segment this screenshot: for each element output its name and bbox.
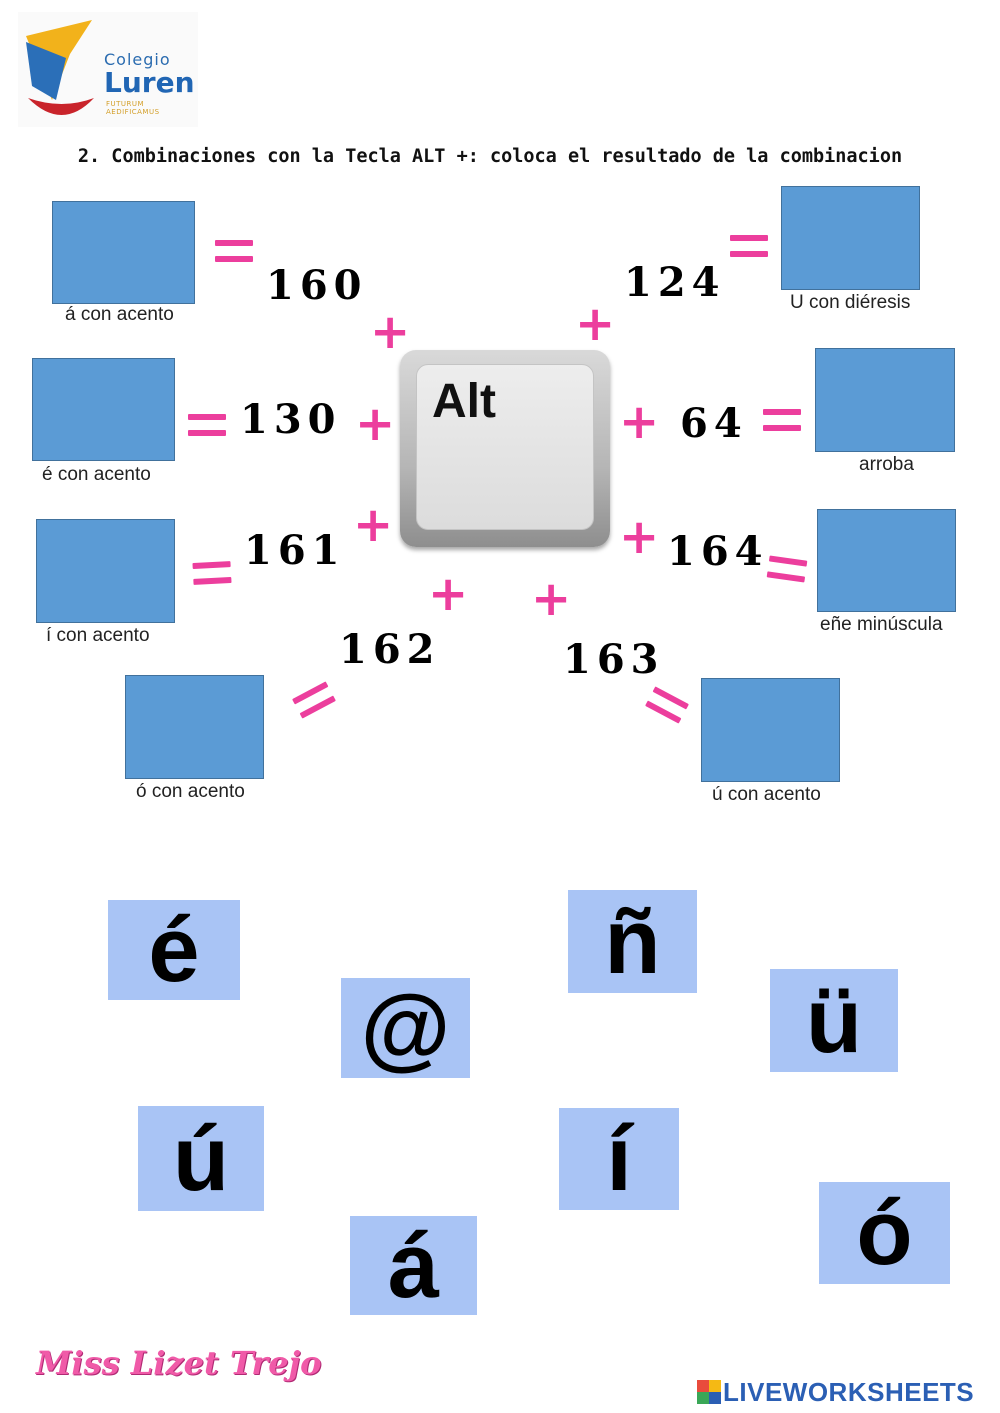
instruction-text: 2. Combinaciones con la Tecla ALT +: col… — [77, 146, 903, 167]
code-130: 130 — [240, 396, 342, 443]
code-124: 124 — [624, 259, 726, 306]
equals-sign — [188, 414, 226, 436]
equals-sign — [215, 240, 253, 262]
tile-u-dieresis[interactable]: ü — [770, 969, 898, 1072]
tile-a-acento[interactable]: á — [350, 1216, 477, 1315]
label-arroba: arroba — [859, 454, 914, 475]
answer-box-163[interactable] — [701, 678, 840, 782]
plus-sign: + — [353, 497, 394, 553]
alt-key-face — [416, 364, 594, 530]
equals-sign — [292, 681, 336, 718]
tile-arroba[interactable]: @ — [341, 978, 470, 1078]
brand-name: LIVEWORKSHEETS — [723, 1376, 975, 1407]
code-64: 64 — [680, 400, 748, 447]
school-logo: Colegio Luren FUTURUM AEDIFICAMUS — [18, 12, 198, 127]
code-160: 160 — [266, 262, 368, 309]
answer-box-130[interactable] — [32, 358, 175, 461]
plus-sign: + — [355, 396, 396, 452]
answer-box-162[interactable] — [125, 675, 264, 779]
plus-sign: + — [619, 394, 660, 450]
plus-sign: + — [619, 509, 660, 565]
equals-sign — [192, 561, 231, 585]
plus-sign: + — [575, 296, 616, 352]
alt-key-label: Alt — [432, 375, 496, 428]
plus-sign: + — [428, 566, 469, 622]
answer-box-124[interactable] — [781, 186, 920, 290]
plus-sign: + — [370, 304, 411, 360]
logo-line1: Colegio — [104, 50, 171, 69]
tile-u-acento[interactable]: ú — [138, 1106, 264, 1211]
answer-box-161[interactable] — [36, 519, 175, 623]
tile-i-acento[interactable]: í — [559, 1108, 679, 1210]
tile-ene[interactable]: ñ — [568, 890, 697, 993]
tile-e-acento[interactable]: é — [108, 900, 240, 1000]
label-ene: eñe minúscula — [820, 614, 943, 635]
label-u-dieresis: U con diéresis — [790, 292, 911, 313]
logo-emblem-icon — [26, 20, 94, 115]
label-i-acento: í con acento — [46, 625, 150, 646]
plus-sign: + — [531, 571, 572, 627]
answer-box-164[interactable] — [817, 509, 956, 612]
author-signature: Miss Lizet Trejo — [36, 1344, 322, 1382]
label-e-acento: é con acento — [42, 464, 151, 485]
tile-o-acento[interactable]: ó — [819, 1182, 950, 1284]
logo-motto: FUTURUM AEDIFICAMUS — [106, 100, 160, 116]
liveworksheets-logo-icon — [697, 1380, 721, 1404]
label-a-acento: á con acento — [65, 304, 174, 325]
equals-sign — [767, 555, 808, 582]
logo-line2: Luren — [104, 66, 195, 99]
equals-sign — [645, 686, 689, 723]
equals-sign — [730, 235, 768, 257]
equals-sign — [763, 409, 801, 431]
code-164: 164 — [667, 528, 769, 575]
answer-box-64[interactable] — [815, 348, 955, 452]
label-u-acento: ú con acento — [712, 784, 821, 805]
answer-box-160[interactable] — [52, 201, 195, 304]
code-163: 163 — [563, 636, 665, 683]
code-162: 162 — [339, 626, 441, 673]
code-161: 161 — [244, 527, 346, 574]
alt-key-image: Alt — [400, 350, 610, 547]
label-o-acento: ó con acento — [136, 781, 245, 802]
liveworksheets-brand[interactable]: LIVEWORKSHEETS — [697, 1376, 975, 1407]
